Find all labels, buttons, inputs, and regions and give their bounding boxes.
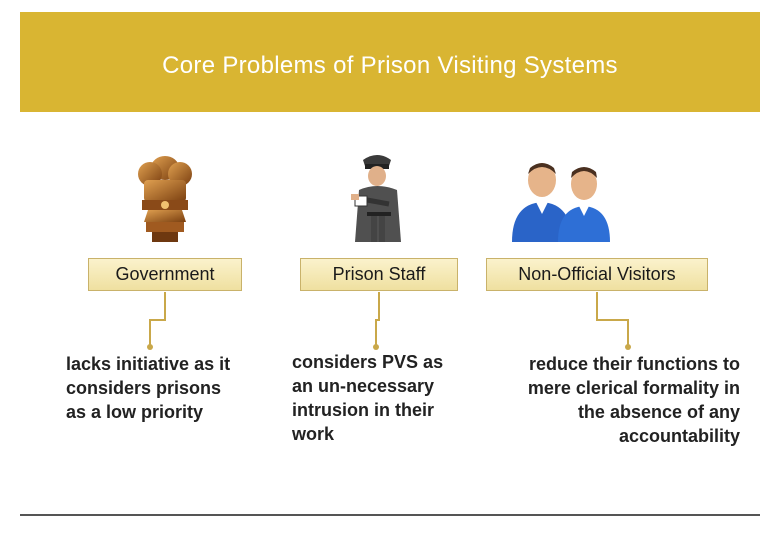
- connector-prison-staff: [375, 292, 380, 346]
- title-banner: Core Problems of Prison Visiting Systems: [20, 12, 760, 112]
- connector-non-official-visitors: [596, 292, 629, 346]
- connector-dot-government: [147, 344, 153, 350]
- page-title: Core Problems of Prison Visiting Systems: [162, 52, 618, 79]
- bottom-divider: [20, 514, 760, 516]
- connector-dot-non-official-visitors: [625, 344, 631, 350]
- police-officer-icon: [351, 155, 401, 242]
- two-people-icon: [512, 163, 610, 242]
- description-government: lacks initiative as it considers prisons…: [66, 354, 231, 422]
- ashoka-emblem-icon: [138, 156, 192, 242]
- description-prison-staff: considers PVS as an un-necessary intrusi…: [292, 352, 444, 444]
- label-government: Government: [88, 258, 242, 291]
- description-non-official-visitors: reduce their functions to mere clerical …: [527, 354, 740, 446]
- label-non-official-visitors: Non-Official Visitors: [486, 258, 708, 291]
- connector-government: [149, 292, 166, 346]
- label-prison-staff: Prison Staff: [300, 258, 458, 291]
